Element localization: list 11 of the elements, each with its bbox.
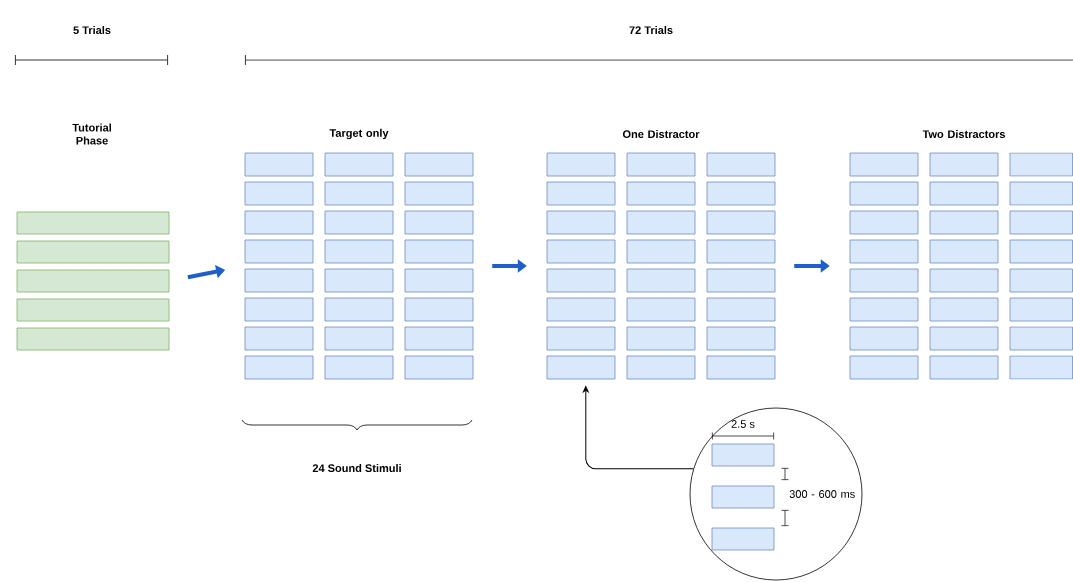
group-heading: Target only <box>329 128 389 140</box>
magnifier-circle <box>689 407 863 581</box>
group-heading: One Distractor <box>622 129 700 139</box>
group-heading: Two Distractors <box>922 129 1005 139</box>
dimension-label: 2.5 s <box>731 420 755 428</box>
brace-label: 24 Sound Stimuli <box>312 463 401 473</box>
arrow <box>583 385 694 470</box>
dimension-label: 72 Trials <box>629 25 673 35</box>
dimension-label: 5 Trials <box>73 25 111 35</box>
group-heading: Tutorial Phase <box>72 123 111 145</box>
dimension-label: 300 - 600 ms <box>789 490 855 498</box>
